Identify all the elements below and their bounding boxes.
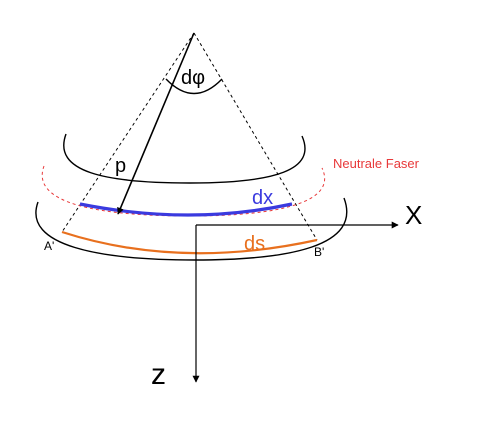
neutral-fiber-label: Neutrale Faser	[333, 156, 420, 171]
point-b-label: B'	[314, 245, 324, 259]
bottom-arc	[35, 197, 348, 261]
z-axis-label: z	[151, 358, 166, 391]
ds-arc	[61, 230, 318, 255]
ds-label: ds	[244, 233, 265, 255]
point-a-label: A'	[44, 239, 54, 253]
dx-label: dx	[252, 187, 273, 209]
angle-arc	[165, 78, 223, 95]
angle-label: dφ	[181, 67, 205, 89]
cone-edge-right	[193, 32, 318, 241]
radius-arrow	[117, 32, 195, 215]
dx-arc	[79, 202, 293, 217]
radius-label: p	[115, 155, 126, 177]
x-axis-label: X	[405, 200, 422, 230]
neutral-fiber-arc	[41, 165, 325, 217]
top-arc	[63, 133, 306, 184]
cone-edge-left	[61, 32, 195, 233]
